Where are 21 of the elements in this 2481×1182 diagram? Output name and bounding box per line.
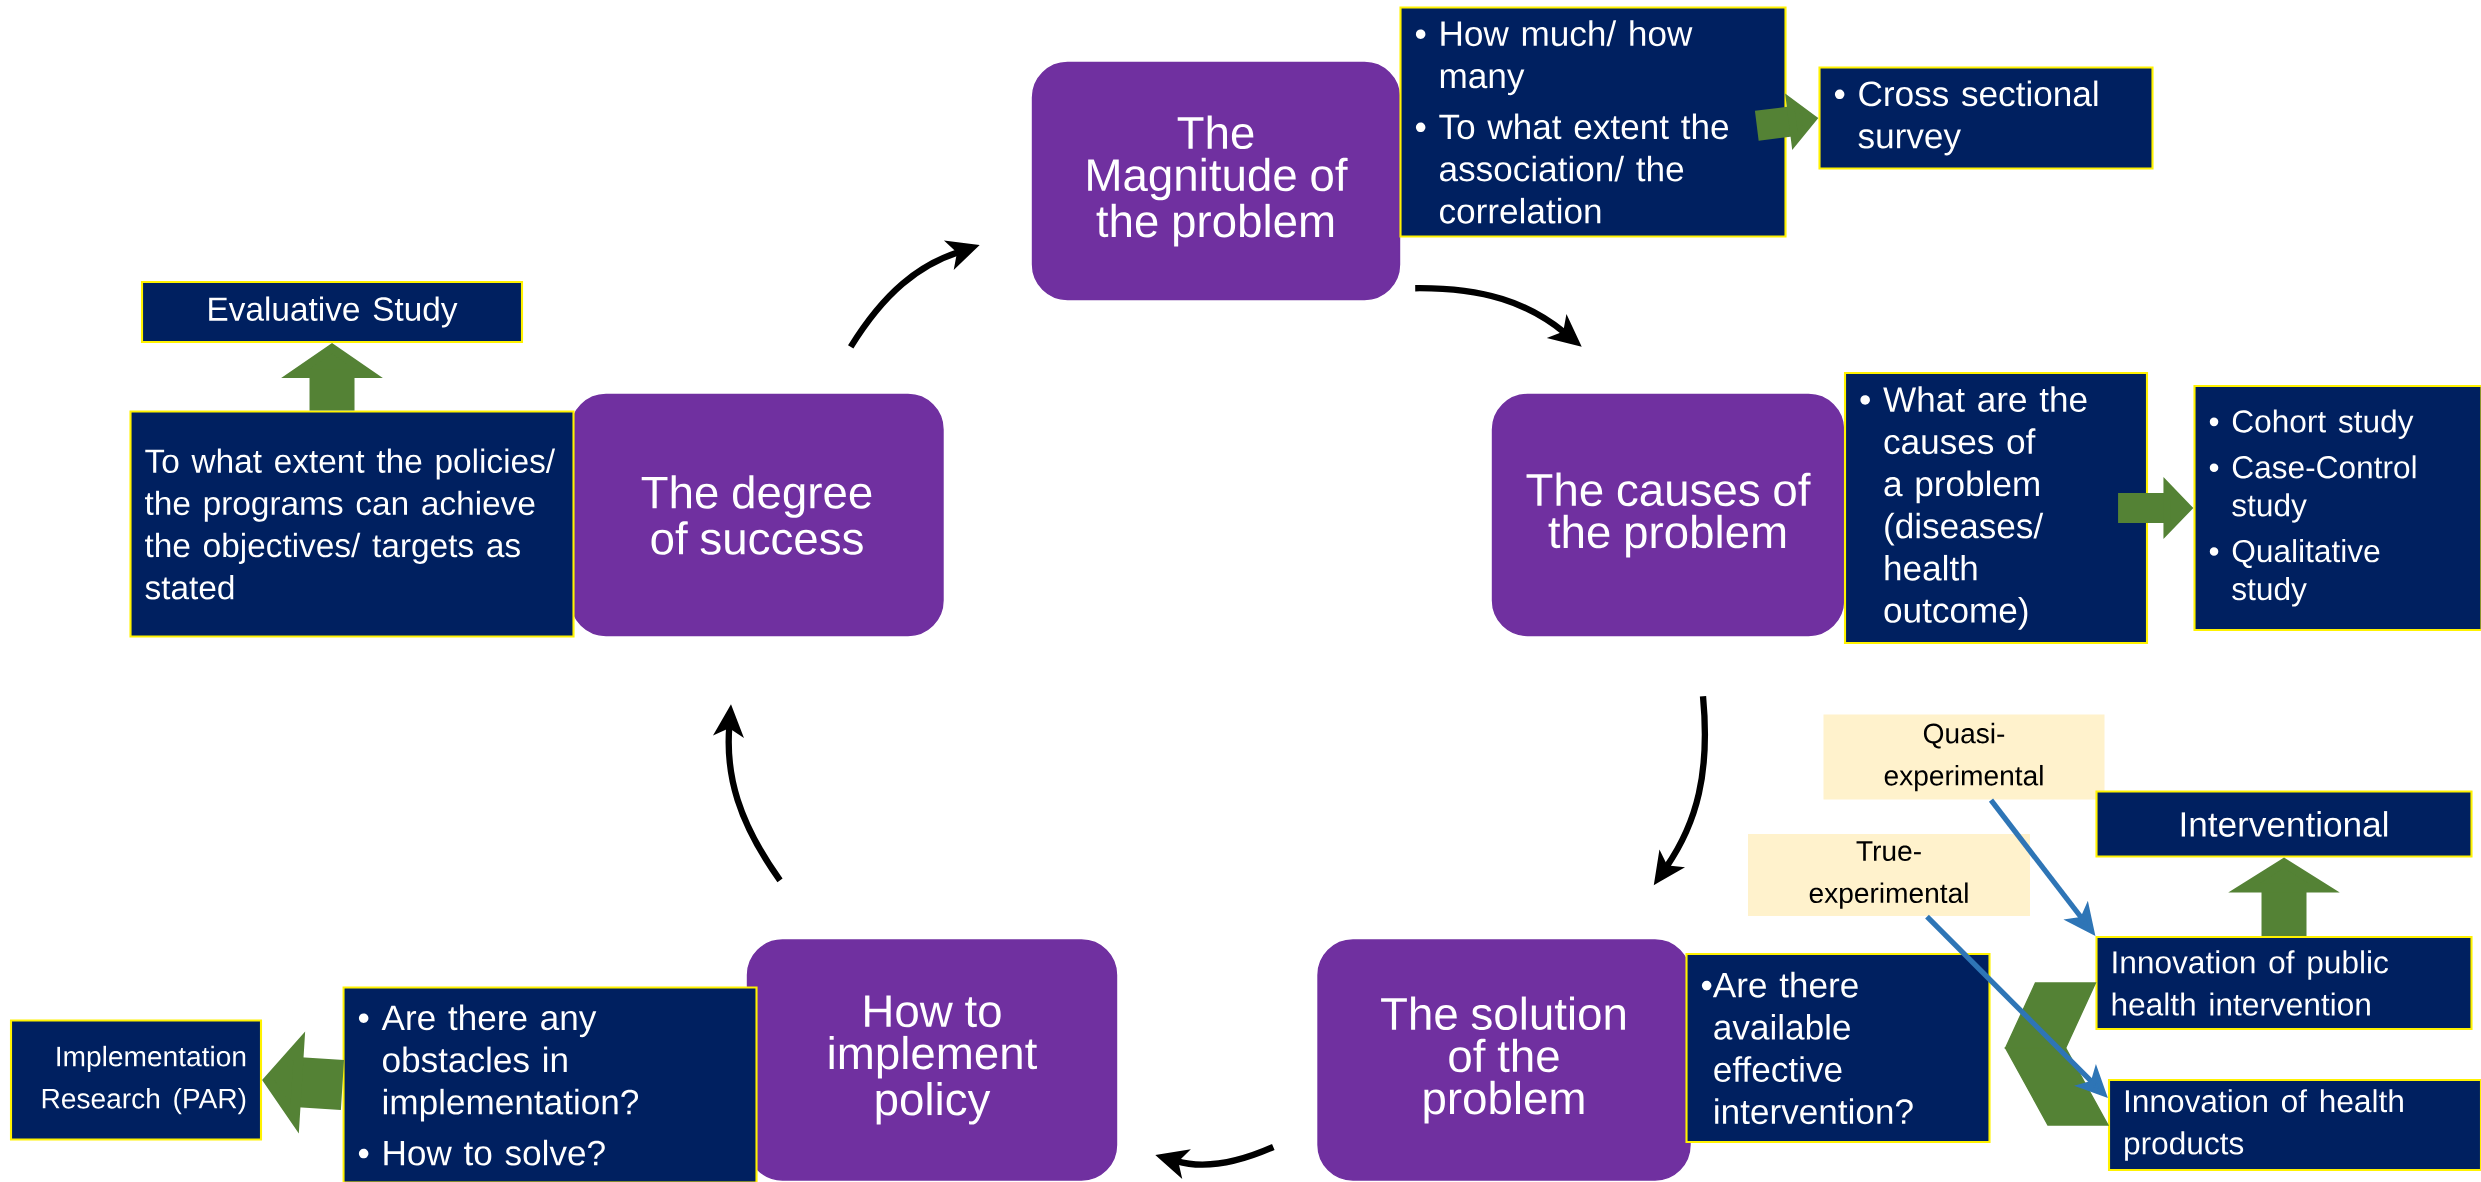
design-label: True-experimental [1748, 834, 2030, 916]
stage-box: The Magnitude of the problem [1031, 61, 1401, 301]
stage-box: The solution of the problem [1317, 939, 1691, 1181]
question-box: To what extent the policies/ the programs can achieve the objectives/ targets as stated [129, 410, 575, 638]
study-type-box: Innovation of health products [2107, 1078, 2481, 1172]
question-box: • How much/ how many • To what extent the association/ the correlation [1399, 6, 1787, 238]
study-type-box: Innovation of public health intervention [2095, 935, 2473, 1031]
stage-box: The causes of the problem [1491, 393, 1845, 637]
question-box: • Are there any obstacles in implementation? • How to solve? [342, 986, 758, 1182]
question-box: •Are there available effective intervention? [1685, 952, 1991, 1144]
question-box: • What are the causes of a problem (diseases/ health outcome) [1843, 371, 2149, 645]
study-type-box: Evaluative Study [140, 280, 524, 344]
study-type-box: Interventional [2095, 790, 2473, 858]
chevron-arrow [2004, 982, 2097, 1049]
stage-box: How to implement policy [746, 939, 1118, 1181]
study-type-box: • Cross sectional survey [1818, 66, 2154, 170]
study-type-box: Implementation Research (PAR) [9, 1019, 263, 1141]
stage-box: The degree of success [570, 393, 944, 637]
chevron-arrow [2004, 1047, 2110, 1126]
study-type-box: • Cohort study • Case-Control study • Qualitative study [2193, 384, 2481, 632]
design-label: Quasi-experimental [1823, 714, 2105, 800]
